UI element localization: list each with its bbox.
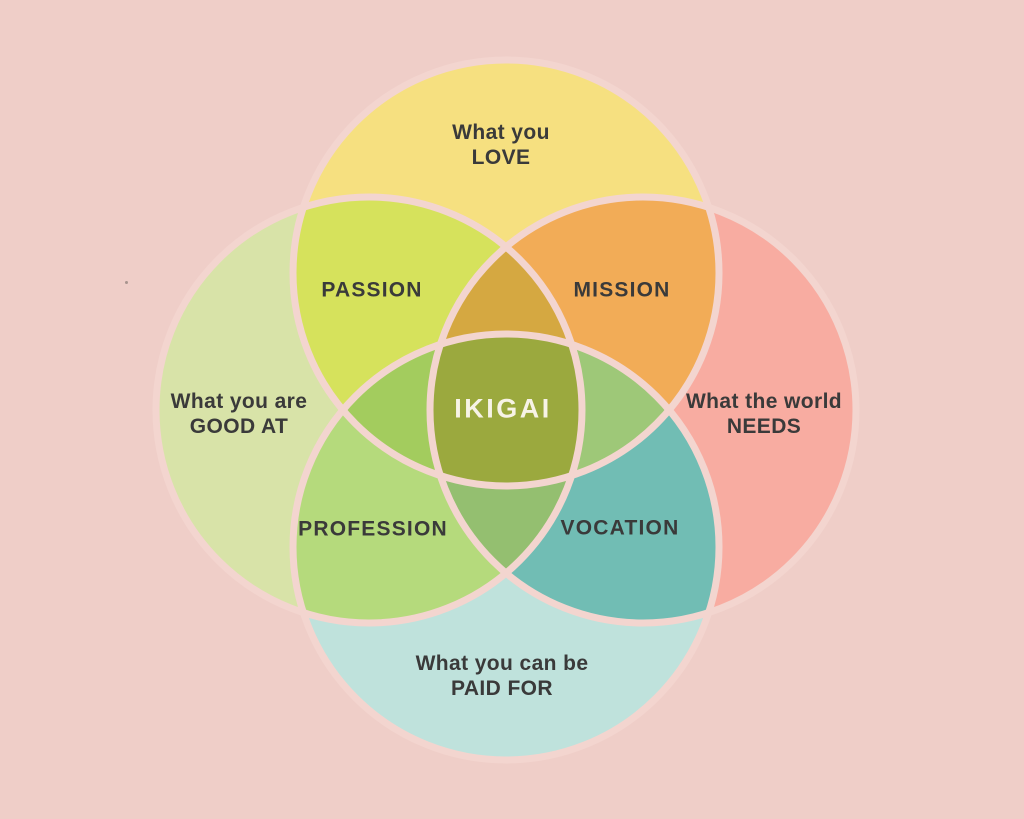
label-ikigai: IKIGAI xyxy=(454,393,552,424)
label-needs: What the world NEEDS xyxy=(686,389,842,439)
label-paid-for-line2: PAID FOR xyxy=(451,677,553,700)
label-mission: MISSION xyxy=(573,278,671,302)
label-good-at: What you are GOOD AT xyxy=(171,389,308,439)
label-vocation: VOCATION xyxy=(560,516,680,540)
background-speck xyxy=(125,281,128,284)
label-profession: PROFESSION xyxy=(298,517,448,541)
label-good-at-line2: GOOD AT xyxy=(189,415,289,438)
petal-top xyxy=(430,197,582,486)
outline-paid-for-circle xyxy=(289,330,723,764)
outline-good-at-circle xyxy=(152,193,586,627)
label-needs-line1: What the world xyxy=(685,390,843,413)
label-good-at-line1: What you are xyxy=(170,390,308,413)
label-paid-for: What you can be PAID FOR xyxy=(416,651,589,701)
petal-right xyxy=(430,334,719,486)
label-love-line2: LOVE xyxy=(471,146,531,169)
petal-bottom xyxy=(430,334,582,623)
petal-left xyxy=(293,334,582,486)
label-passion: PASSION xyxy=(321,278,423,302)
outline-needs-circle xyxy=(426,193,860,627)
label-paid-for-line1: What you can be xyxy=(415,652,589,675)
label-love-line1: What you xyxy=(452,121,550,144)
label-needs-line2: NEEDS xyxy=(726,415,802,438)
label-love: What you LOVE xyxy=(452,120,550,170)
outline-love-circle xyxy=(289,56,723,490)
